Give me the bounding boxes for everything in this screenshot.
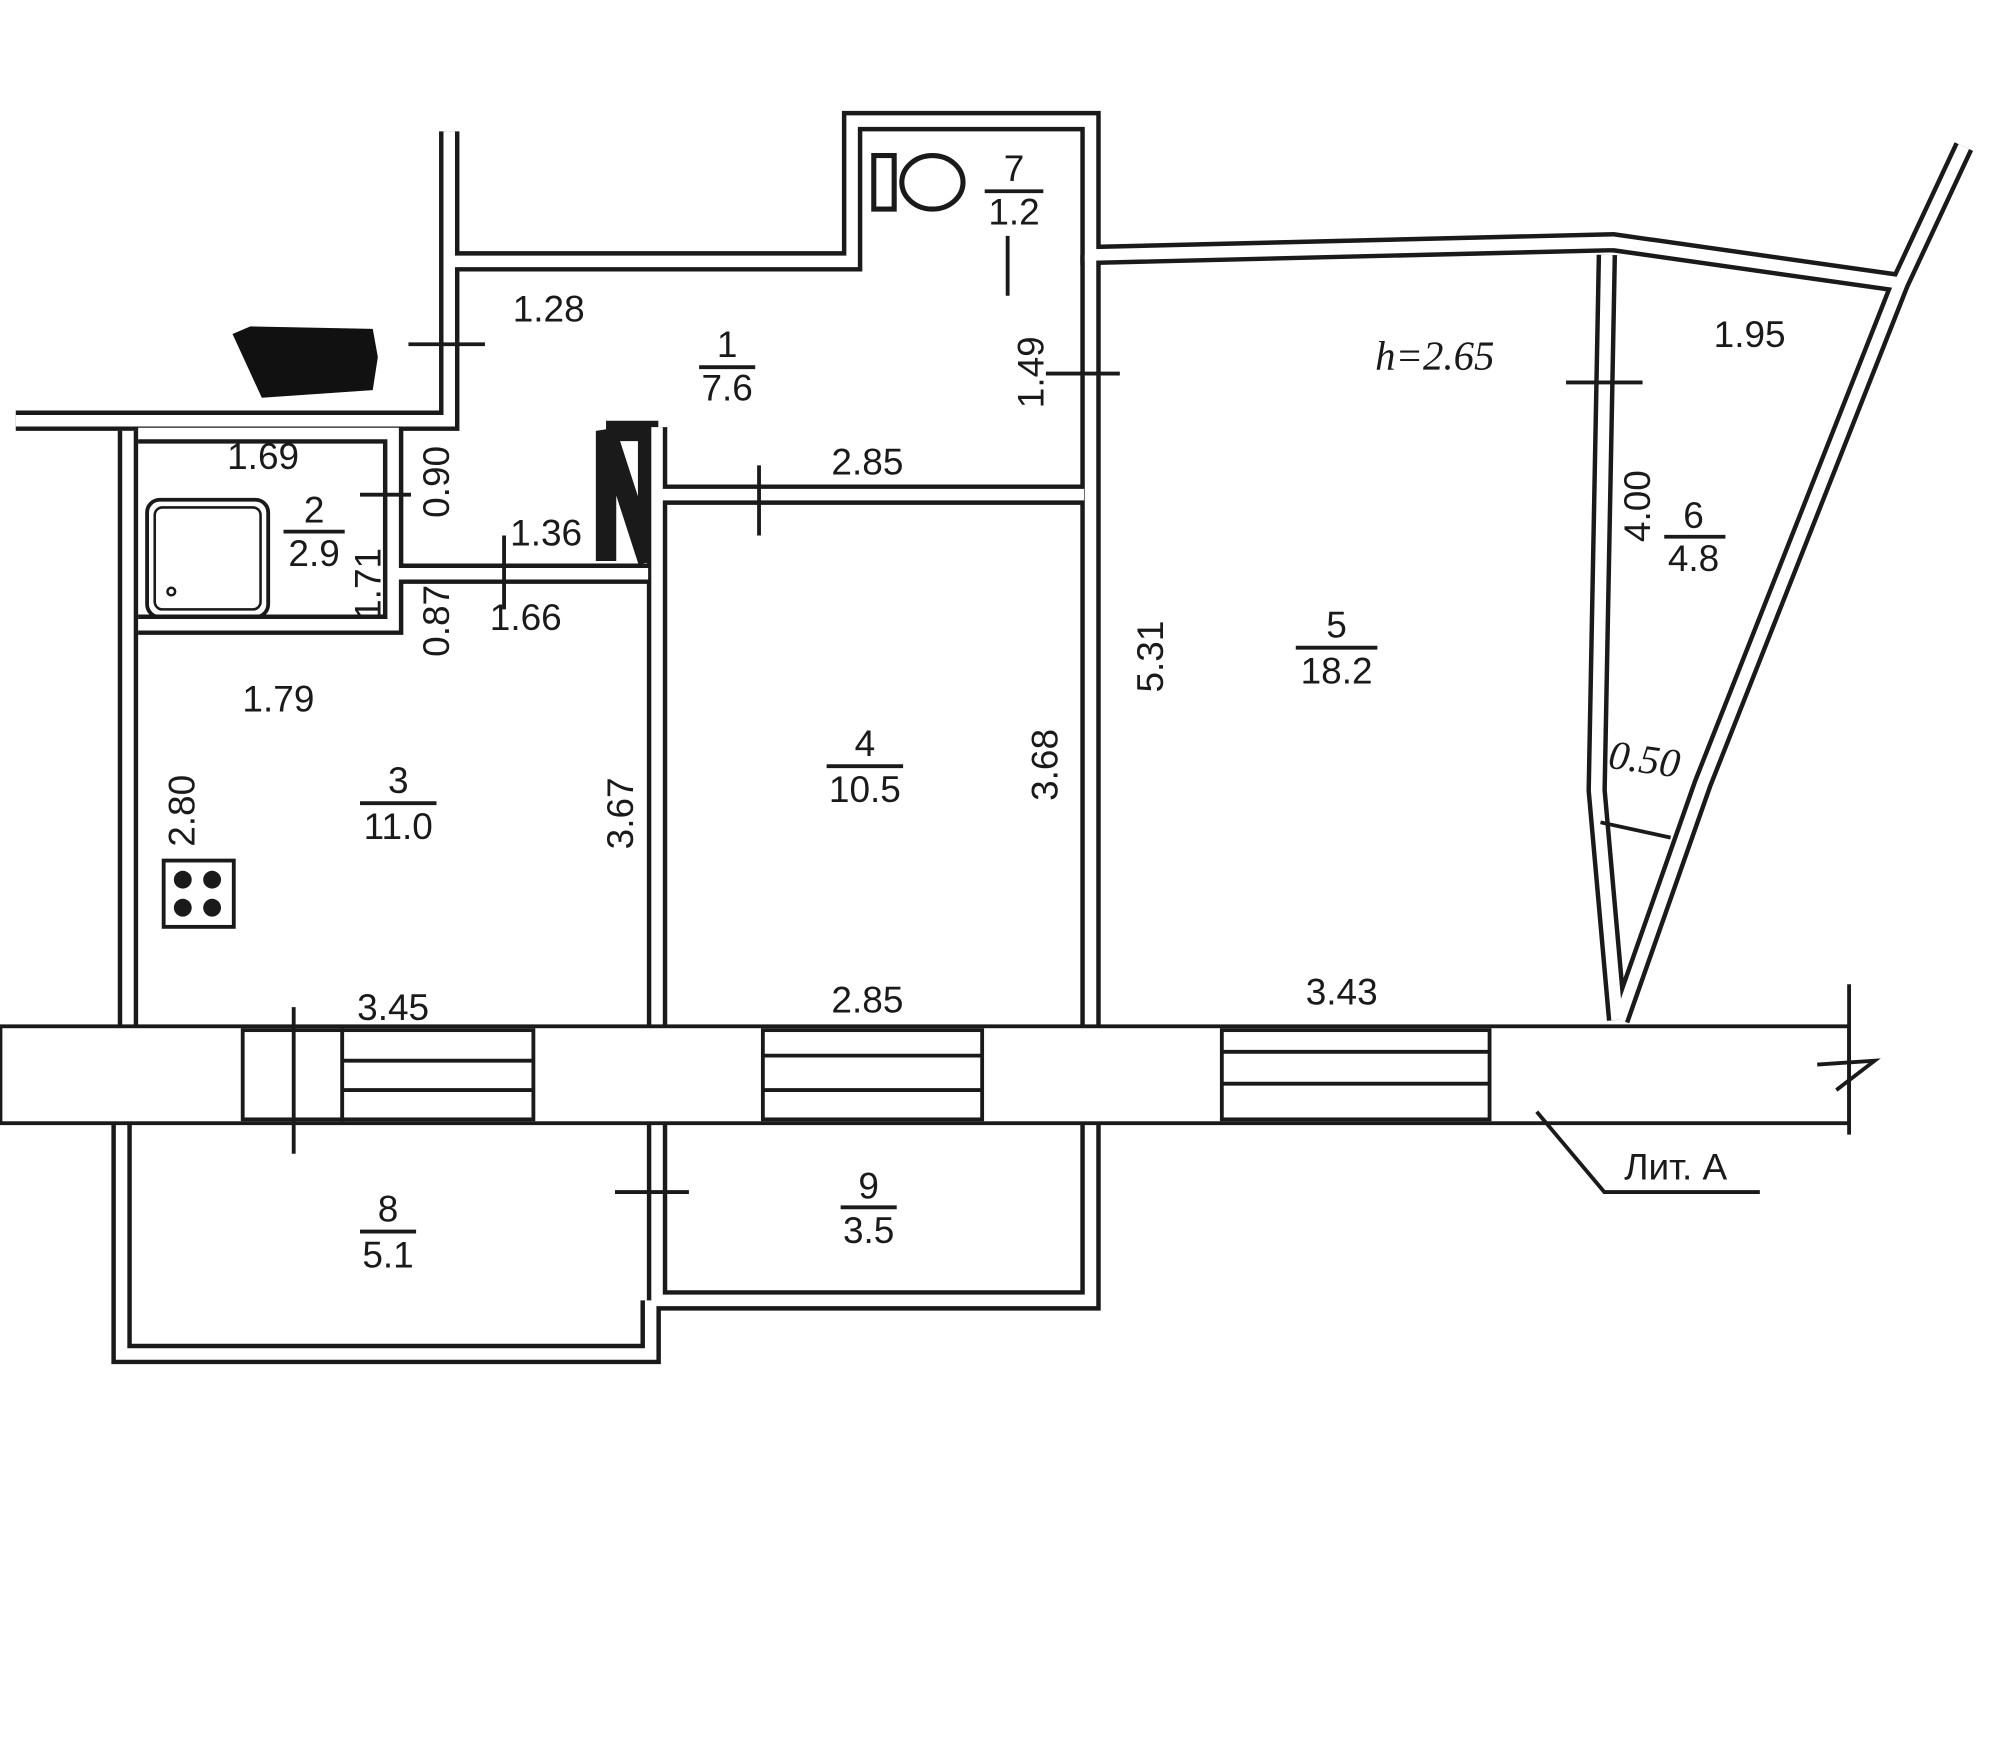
room-5-label: 518.2 bbox=[1295, 604, 1378, 691]
svg-text:4.8: 4.8 bbox=[1668, 538, 1719, 579]
window bbox=[1219, 1028, 1492, 1122]
svg-text:6: 6 bbox=[1683, 495, 1704, 536]
break-symbol bbox=[1817, 1058, 1881, 1092]
dim: 3.67 bbox=[600, 777, 641, 849]
window bbox=[760, 1028, 985, 1122]
dim: 2.85 bbox=[831, 979, 903, 1020]
window bbox=[340, 1028, 536, 1122]
room-3-label: 311.0 bbox=[359, 760, 437, 847]
dim: 1.79 bbox=[242, 678, 314, 719]
leader-line bbox=[1535, 1110, 1760, 1194]
room-1-label: 17.6 bbox=[699, 324, 756, 408]
dim: 2.80 bbox=[161, 775, 202, 847]
redacted-mark bbox=[232, 326, 378, 398]
svg-text:8: 8 bbox=[378, 1188, 399, 1229]
fixtures bbox=[145, 152, 966, 929]
svg-text:11.0: 11.0 bbox=[364, 806, 433, 847]
dimension-labels: 1.28 1.49 2.85 1.69 0.90 1.71 1.36 0.87 … bbox=[161, 288, 1785, 1187]
room-7-label: 71.2 bbox=[984, 148, 1044, 232]
svg-text:18.2: 18.2 bbox=[1301, 650, 1373, 691]
ceiling-height: h=2.65 bbox=[1375, 334, 1494, 379]
room-6-label: 64.8 bbox=[1664, 495, 1726, 579]
svg-text:7.6: 7.6 bbox=[701, 367, 752, 408]
dim: 5.31 bbox=[1130, 621, 1171, 693]
svg-text:2.9: 2.9 bbox=[288, 533, 339, 574]
svg-text:5.1: 5.1 bbox=[362, 1234, 413, 1275]
svg-text:10.5: 10.5 bbox=[829, 769, 901, 810]
dim: 3.68 bbox=[1024, 729, 1065, 801]
svg-text:1: 1 bbox=[717, 324, 738, 365]
door-marks bbox=[359, 235, 1672, 1194]
bathtub-icon bbox=[145, 497, 271, 619]
room-8-label: 85.1 bbox=[359, 1188, 417, 1275]
dim: 1.28 bbox=[513, 288, 585, 329]
dim: 1.36 bbox=[510, 513, 582, 554]
svg-text:1.2: 1.2 bbox=[988, 191, 1039, 232]
room-9-label: 93.5 bbox=[840, 1165, 897, 1251]
outer-wall-band bbox=[0, 984, 1881, 1194]
dim: 0.87 bbox=[416, 585, 457, 657]
dim: 2.85 bbox=[831, 441, 903, 482]
dim: 1.71 bbox=[347, 548, 388, 620]
svg-text:2: 2 bbox=[304, 490, 325, 531]
room-2-label: 22.9 bbox=[283, 490, 345, 574]
building-label: Лит. А bbox=[1624, 1146, 1727, 1187]
dim: 1.95 bbox=[1714, 314, 1786, 355]
svg-text:5: 5 bbox=[1326, 604, 1347, 645]
room-4-label: 410.5 bbox=[826, 723, 904, 810]
dim: 3.43 bbox=[1306, 972, 1378, 1013]
dim: 4.00 bbox=[1617, 470, 1658, 542]
svg-text:3: 3 bbox=[388, 760, 409, 801]
dim: 1.66 bbox=[490, 597, 562, 638]
stove-icon bbox=[161, 858, 236, 929]
toilet-icon bbox=[871, 152, 966, 212]
dim: 1.49 bbox=[1010, 336, 1051, 408]
svg-text:7: 7 bbox=[1004, 148, 1025, 189]
walls bbox=[15, 110, 1974, 1365]
room-labels: 17.6 22.9 311.0 410.5 518.2 64.8 71.2 85… bbox=[283, 148, 1726, 1275]
dim: 0.50 bbox=[1606, 732, 1683, 786]
dim: 0.90 bbox=[416, 446, 457, 518]
svg-text:4: 4 bbox=[855, 723, 876, 764]
svg-text:3.5: 3.5 bbox=[843, 1210, 894, 1251]
dim: 1.69 bbox=[227, 436, 299, 477]
dim: 3.45 bbox=[357, 987, 429, 1028]
svg-text:9: 9 bbox=[858, 1165, 879, 1206]
